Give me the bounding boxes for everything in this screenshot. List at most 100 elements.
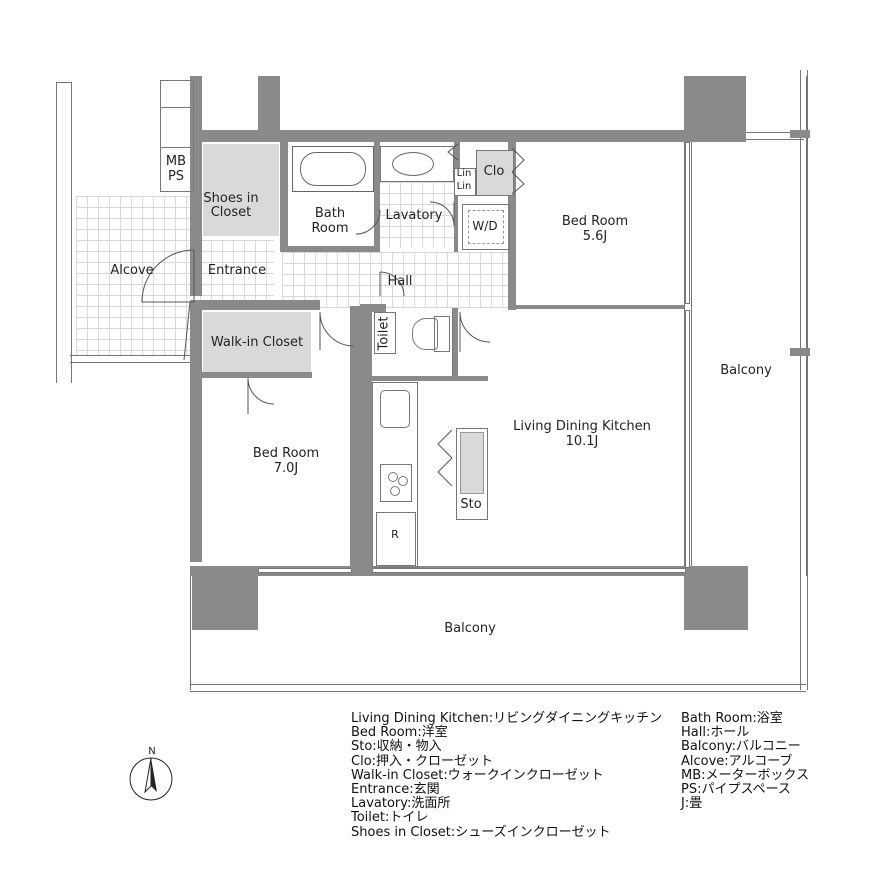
island-storage [456,428,488,520]
legend-item: J:畳 [681,796,703,812]
wall-bedroom1-left [508,140,516,310]
ldk-size: 10.1J [565,434,599,449]
shoes-closet-label-2: Closet [210,205,252,220]
column-top-left [258,76,280,136]
balcony-bottom-area [190,576,807,690]
balcony-bottom-rail [190,684,806,692]
wall-left-lower [190,300,202,562]
window-ldk [372,568,686,573]
floor-plan: MB PS Lin Lin Clo W/D Toilet R Sto [56,70,810,692]
wall-bath-bottom [280,246,380,252]
legend-item: Entrance:玄関 [351,781,440,797]
linen-cabinet [454,168,476,196]
wall-bedroom1-bottom [508,305,688,309]
wall-bedroom2-right [350,306,372,570]
bath-room-label-2: Room [311,221,349,236]
legend-item: Balcony:バルコニー [681,739,801,755]
legend-left: Living Dining Kitchen:リビングダイニングキッチン Bed … [351,711,663,840]
legend-item: Alcove:アルコーブ [681,753,793,769]
sto-label: Sto [460,497,482,512]
wall-wd-left [454,196,458,252]
column-bottom-right [684,566,748,630]
burner-2 [398,476,408,486]
toilet-room [374,312,453,376]
lavatory-label: Lavatory [385,208,443,223]
shoes-in-closet-area [203,144,279,236]
balcony-bottom-label: Balcony [444,621,496,636]
balcony-right-label: Balcony [720,363,772,378]
kitchen-counter [372,382,418,568]
wash-basin [380,146,454,182]
legend-item: Bed Room:洋室 [351,725,448,741]
washer-dryer-inner [468,210,504,244]
column-bottom-left [192,566,258,630]
balcony-right-rail [800,70,808,690]
bed-room-2-size: 7.0J [273,461,299,476]
legend-item: Hall:ホール [681,725,750,741]
refrigerator [376,512,416,566]
alcove-bottom-rail [70,355,194,363]
toilet-tank [434,316,450,352]
wall-walk-in-bottom [200,372,312,378]
balcony-bracket-top [790,130,810,138]
bed-room-1-size: 5.6J [582,229,608,244]
mb-ps-box [160,80,194,192]
wall-toilet-right [452,308,458,380]
balcony-divider-top [746,132,804,140]
wall-hall-bottom-left [200,300,320,310]
kitchen-range [380,464,412,502]
washer-dryer [462,204,510,250]
legend-item: Shoes in Closet:シューズインクローゼット [351,824,611,840]
legend-item: Bath Room:浴室 [681,711,783,726]
wall-toilet-bottom [372,376,488,381]
door-swings [141,143,525,487]
bathtub [292,146,374,192]
lavatory-floor [378,182,454,248]
wall-bath-right [374,140,380,248]
wall-top [192,130,690,142]
alcove-area [76,196,194,356]
ldk-label: Living Dining Kitchen [513,419,651,434]
alcove-label: Alcove [110,263,154,278]
toilet-sink [374,312,396,354]
bath-room-label-1: Bath [314,206,346,221]
legend-item: Sto:収納・物入 [351,739,442,755]
entrance-label: Entrance [207,263,267,278]
island-storage-inner [460,432,484,494]
lin1-label: Lin [456,168,472,179]
ps-label: PS [167,169,185,184]
legend-item: Living Dining Kitchen:リビングダイニングキッチン [351,711,663,726]
legend-item: Clo:押入・クローゼット [351,753,494,769]
entrance-floor [200,240,274,300]
burner-3 [390,486,400,496]
legend-item: PS:パイプスペース [681,781,791,797]
refrigerator-label: R [391,528,399,541]
clo-area [476,150,514,196]
compass-north-label: N [148,746,156,757]
legend-item: Toilet:トイレ [351,810,429,826]
shoes-closet-label-1: Shoes in [203,191,259,206]
wall-inner-bath-left [280,140,288,252]
legend-right: Bath Room:浴室 Hall:ホール Balcony:バルコニー Alco… [681,711,810,812]
legend-item: MB:メーターボックス [681,767,810,783]
balcony-right-area [746,76,807,576]
hall-label: Hall [387,274,413,289]
walk-in-closet-label: Walk-in Closet [210,335,304,350]
column-top-right [684,76,746,142]
window-bedroom2 [258,568,352,573]
walk-in-closet-area [203,312,311,374]
wall-lavatory-top [454,140,460,184]
balcony-bracket-mid [790,348,810,356]
north-arrow-icon [129,757,173,801]
lin2-label: Lin [456,181,472,192]
kitchen-sink [380,390,410,428]
mb-label: MB [165,154,187,169]
bed-room-1-label: Bed Room [561,214,629,229]
bathtub-basin [300,152,366,186]
wall-hall-bottom-right [360,304,386,312]
clo-label: Clo [483,164,505,179]
legend-item: Lavatory:洗面所 [351,796,451,812]
legend-item: Walk-in Closet:ウォークインクローゼット [351,767,604,783]
toilet-bowl [412,318,438,350]
window-right-ldk [685,310,690,568]
